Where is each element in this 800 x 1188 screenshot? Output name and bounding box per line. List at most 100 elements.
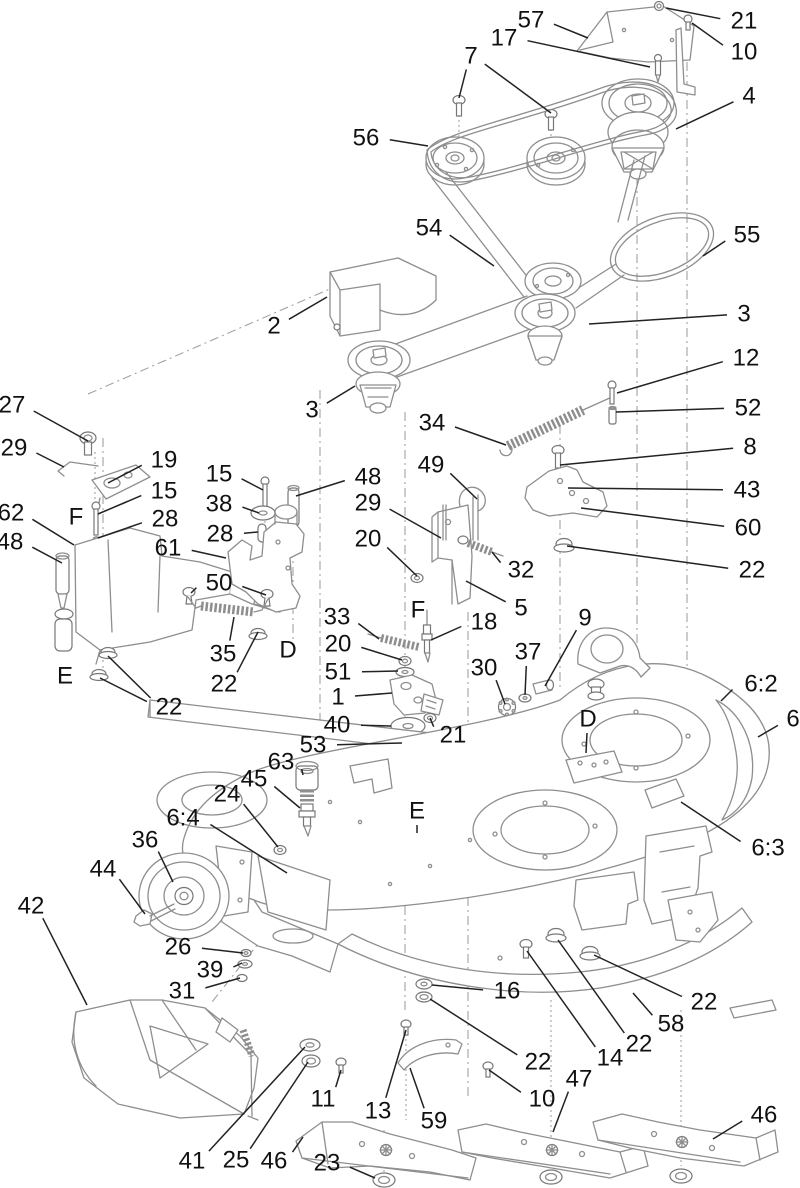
pin-48-left bbox=[54, 552, 74, 652]
leader-line-58 bbox=[632, 992, 653, 1016]
leader-line-33 bbox=[357, 622, 380, 640]
callout-3: 3 bbox=[305, 397, 318, 424]
leader-line-27 bbox=[33, 410, 89, 442]
leader-line-54 bbox=[449, 234, 495, 267]
leader-line-48 bbox=[295, 479, 346, 497]
leader-line-2 bbox=[288, 296, 328, 320]
spring-cup-63 bbox=[295, 760, 319, 802]
washer-38 bbox=[250, 505, 276, 521]
callout-22: 22 bbox=[739, 557, 766, 584]
nut-21-top bbox=[653, 0, 665, 12]
leader-line-21 bbox=[665, 7, 721, 20]
callout-21: 21 bbox=[731, 8, 758, 35]
leader-line-49 bbox=[449, 472, 478, 500]
bolt-15-mid bbox=[260, 476, 270, 509]
callout-50: 50 bbox=[206, 570, 233, 597]
callout-55: 55 bbox=[734, 222, 761, 249]
leader-line-39 bbox=[233, 962, 243, 968]
leader-line-42 bbox=[42, 917, 88, 1006]
leader-line-22 bbox=[107, 655, 152, 699]
leader-line-6 bbox=[757, 724, 779, 738]
leader-line-22 bbox=[429, 998, 518, 1056]
callout-60: 60 bbox=[735, 515, 762, 542]
callout-33: 33 bbox=[324, 604, 351, 631]
leader-line-45 bbox=[273, 785, 301, 809]
leader-line-21 bbox=[429, 717, 435, 727]
idler-arm-1 bbox=[389, 674, 444, 716]
bolt-7-left bbox=[452, 94, 466, 117]
callout-40: 40 bbox=[324, 712, 351, 739]
leader-line-23 bbox=[349, 1166, 376, 1179]
callout-46: 46 bbox=[261, 1148, 288, 1175]
leader-line-51 bbox=[361, 670, 399, 673]
leader-line-25 bbox=[249, 1061, 309, 1150]
flange-nut-22-right bbox=[553, 537, 575, 553]
leader-line-22 bbox=[99, 677, 148, 703]
callout-28: 28 bbox=[152, 506, 179, 533]
callout-35: 35 bbox=[210, 641, 237, 668]
screw-10-bottom bbox=[482, 1061, 494, 1078]
leader-line-43 bbox=[567, 487, 724, 491]
leader-line-18 bbox=[430, 625, 462, 641]
leader-line-44 bbox=[118, 878, 146, 915]
leader-line-9 bbox=[544, 629, 578, 687]
callout-15: 15 bbox=[151, 478, 178, 505]
leader-line-63 bbox=[300, 768, 304, 776]
leader-line-59 bbox=[409, 1067, 425, 1109]
leader-line-6:2 bbox=[720, 688, 734, 702]
callout-63: 63 bbox=[268, 749, 295, 776]
leader-line-20 bbox=[361, 646, 403, 661]
idler-pulley-left bbox=[425, 136, 485, 186]
leader-line-46 bbox=[291, 1136, 304, 1153]
washer-39 bbox=[237, 959, 253, 969]
blade-left bbox=[295, 1121, 477, 1188]
leader-line-10 bbox=[691, 22, 724, 46]
callout-58: 58 bbox=[658, 1011, 685, 1038]
screw-50-left bbox=[182, 586, 196, 605]
screw-13 bbox=[400, 1019, 412, 1036]
callout-41: 41 bbox=[179, 1148, 206, 1175]
leader-line-10 bbox=[488, 1069, 522, 1093]
screw-11 bbox=[335, 1057, 347, 1074]
leader-line-5 bbox=[465, 580, 507, 603]
callout-48: 48 bbox=[355, 464, 382, 491]
fitting-45 bbox=[298, 803, 316, 837]
leader-line-16 bbox=[431, 984, 484, 991]
leader-line-7 bbox=[458, 69, 468, 99]
flange-nut-22-left-pair bbox=[89, 646, 118, 682]
leader-line-4 bbox=[675, 101, 734, 130]
callout-22: 22 bbox=[691, 989, 718, 1016]
callout-20: 20 bbox=[325, 631, 352, 658]
callout-14: 14 bbox=[597, 1045, 624, 1072]
pin-52 bbox=[608, 405, 617, 425]
spindle-pulley-upper bbox=[524, 262, 582, 300]
bolt-7-mid bbox=[544, 108, 558, 131]
callout-51: 51 bbox=[325, 659, 352, 686]
callout-10: 10 bbox=[529, 1086, 556, 1113]
callout-24: 24 bbox=[214, 781, 241, 808]
leader-line-61 bbox=[191, 549, 227, 559]
callout-7: 7 bbox=[464, 43, 477, 70]
callout-20: 20 bbox=[355, 526, 382, 553]
pin-9 bbox=[532, 679, 555, 695]
leader-line-11 bbox=[334, 1069, 342, 1088]
bracket-5 bbox=[431, 504, 473, 605]
callout-31: 31 bbox=[169, 978, 196, 1005]
leader-line-57 bbox=[553, 23, 589, 39]
belt-guide-cover-2 bbox=[329, 257, 437, 337]
leader-line-22 bbox=[566, 545, 729, 569]
callout-6:3: 6:3 bbox=[751, 835, 784, 862]
upper-belt bbox=[426, 81, 677, 183]
leader-line-22 bbox=[557, 939, 625, 1034]
leader-line-50 bbox=[242, 585, 267, 596]
callout-49: 49 bbox=[418, 452, 445, 479]
leader-line-47 bbox=[552, 1091, 570, 1133]
flange-nut-22-deck-a bbox=[545, 927, 567, 943]
nut-20-low bbox=[398, 655, 412, 667]
callout-43: 43 bbox=[734, 477, 761, 504]
leader-line-30 bbox=[495, 679, 506, 705]
leader-line-3 bbox=[588, 314, 728, 325]
callout-52: 52 bbox=[735, 395, 762, 422]
callout-36: 36 bbox=[132, 827, 159, 854]
